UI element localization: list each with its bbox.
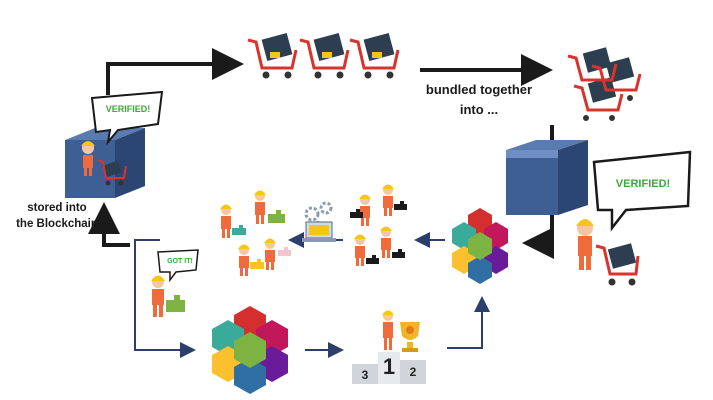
stored-label-line2: the Blockchain xyxy=(16,218,98,230)
podium-third-number: 3 xyxy=(361,368,369,382)
cart-top-2 xyxy=(299,33,350,79)
cart-top-3 xyxy=(349,33,400,79)
cart-right xyxy=(595,243,640,286)
speech-bubble-verified-left xyxy=(90,90,164,146)
speech-bubble-got-it xyxy=(157,249,199,283)
computer-gears-icon xyxy=(302,201,336,242)
bundled-label-line1: bundled together xyxy=(425,82,533,97)
cart-left xyxy=(97,159,127,186)
arrow-podium-up xyxy=(447,296,490,349)
podium-second-number: 2 xyxy=(409,365,417,379)
worker-got-it xyxy=(151,275,185,317)
podium-first-number: 1 xyxy=(382,354,396,379)
blockchain-cube-right xyxy=(506,140,588,215)
arrow-cube-to-carts xyxy=(106,48,244,95)
verified-left-text: VERIFIED! xyxy=(105,104,151,114)
worker-left xyxy=(81,141,95,176)
blockchain-cube-left xyxy=(65,128,145,198)
workers-with-pieces xyxy=(220,190,291,276)
stored-label-line1: stored into xyxy=(27,202,87,214)
verified-right-text: VERIFIED! xyxy=(615,178,671,190)
arrow-loop-left xyxy=(134,239,196,358)
workers-solving xyxy=(350,184,407,266)
winner-worker xyxy=(382,310,394,350)
hex-puzzle-small xyxy=(452,208,508,284)
trophy-icon xyxy=(400,322,420,352)
bundled-label-line2: into ... xyxy=(459,102,499,117)
cart-bundle xyxy=(567,47,642,121)
bundled-label: bundled together into ... xyxy=(414,80,544,120)
arrow-to-blockchain-cube xyxy=(88,202,130,247)
cart-top-1 xyxy=(247,33,298,79)
got-it-text: GOT IT! xyxy=(167,258,193,265)
hex-puzzle-large xyxy=(212,306,288,394)
speech-bubble-verified-right xyxy=(592,150,692,232)
worker-right xyxy=(576,219,594,270)
podium xyxy=(352,352,426,384)
stored-label: stored into the Blockchain xyxy=(2,200,112,232)
